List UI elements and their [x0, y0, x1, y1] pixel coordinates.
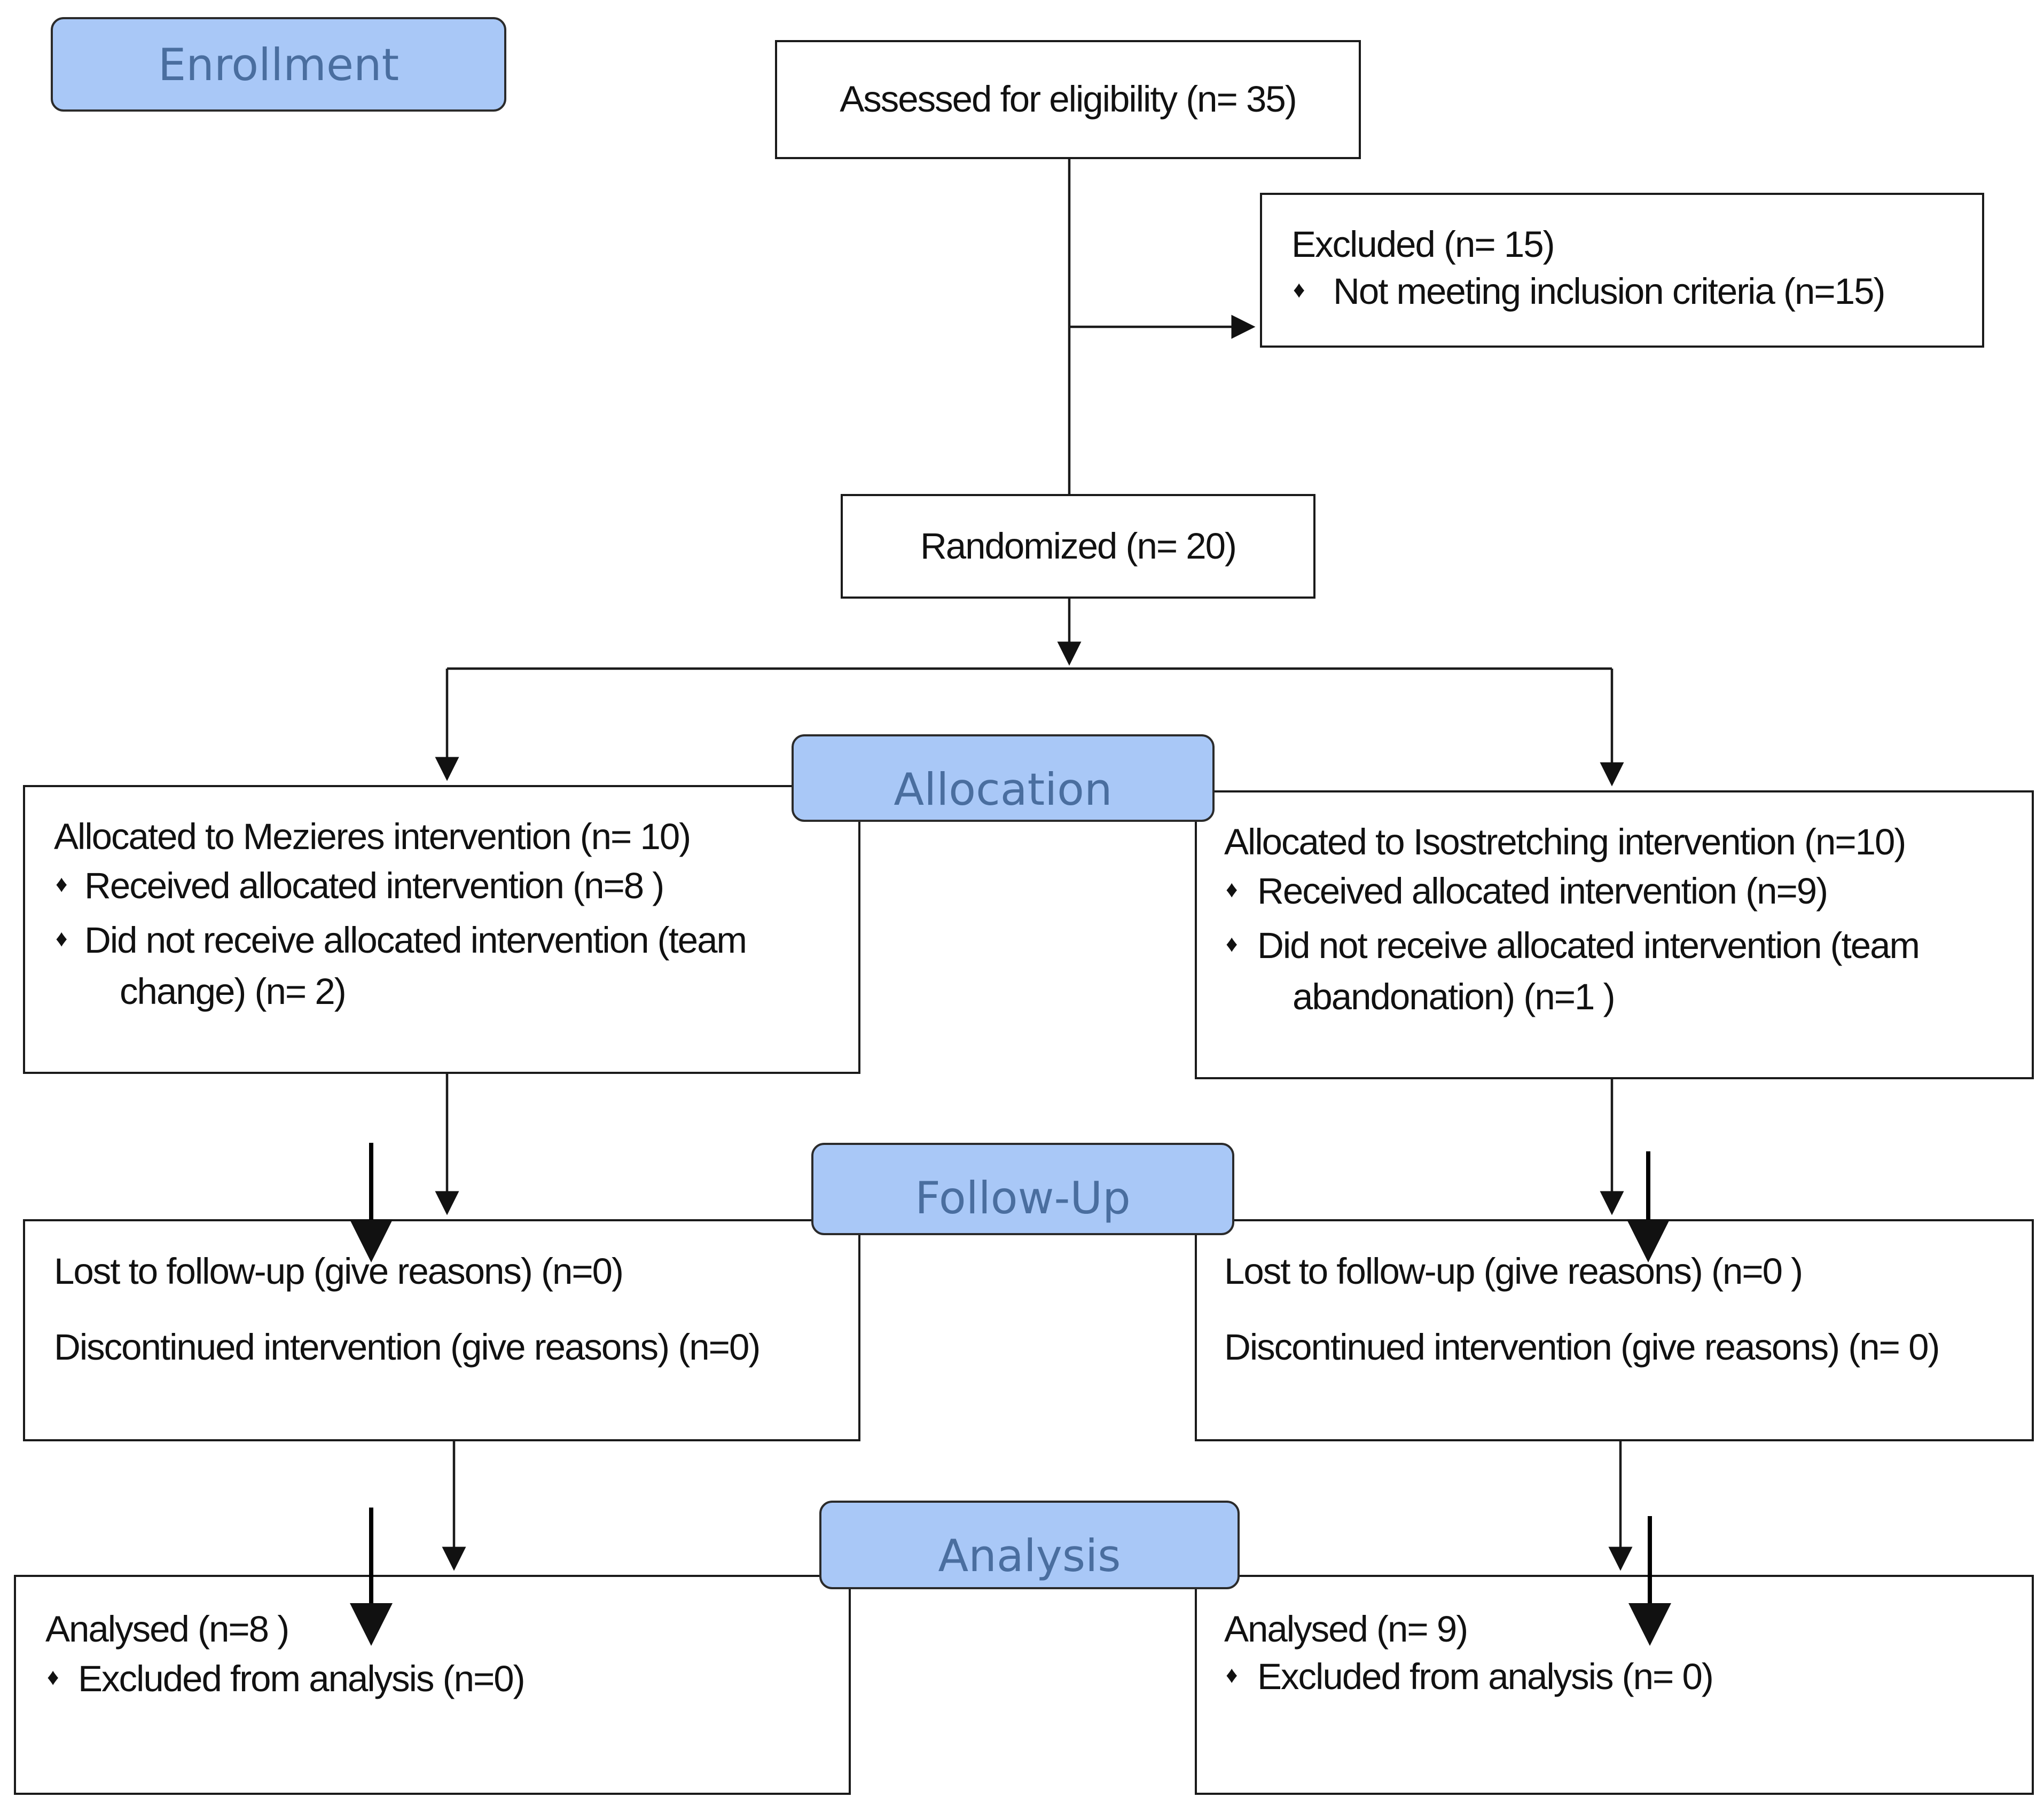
stage-label-enrollment: Enrollment	[51, 17, 506, 112]
right-discontinued-intervention: Discontinued intervention (give reasons)…	[1224, 1327, 1940, 1368]
stage-label-follow-up: Follow-Up	[811, 1143, 1234, 1235]
left-excluded-from-analysis-bullet-icon: ♦	[47, 1664, 59, 1690]
excluded-reason: Not meeting inclusion criteria (n=15)	[1333, 271, 1885, 312]
excluded-box: Excluded (n= 15) ♦ Not meeting inclusion…	[1260, 193, 1984, 348]
right-analysis-box: Analysed (n= 9) ♦ Excluded from analysis…	[1195, 1575, 2034, 1795]
randomized-box: Randomized (n= 20)	[841, 494, 1315, 599]
assessed-for-eligibility-box: Assessed for eligibility (n= 35)	[775, 40, 1361, 159]
right-analysed: Analysed (n= 9)	[1224, 1608, 1468, 1650]
assessed-for-eligibility-text: Assessed for eligibility (n= 35)	[840, 79, 1297, 120]
left-not-received-continued: change) (n= 2)	[120, 971, 347, 1012]
excluded-reason-bullet-icon: ♦	[1293, 277, 1305, 303]
left-lost-to-follow-up: Lost to follow-up (give reasons) (n=0)	[54, 1251, 624, 1292]
right-excluded-from-analysis-bullet-icon: ♦	[1226, 1662, 1238, 1688]
right-allocation-box: Allocated to Isostretching intervention …	[1195, 790, 2034, 1079]
right-not-received-continued: abandonation) (n=1 )	[1293, 976, 1616, 1017]
left-received-bullet-icon: ♦	[56, 871, 67, 897]
left-not-received-bullet-icon: ♦	[56, 925, 67, 952]
left-follow-up-box: Lost to follow-up (give reasons) (n=0) D…	[23, 1219, 860, 1441]
right-excluded-from-analysis: Excluded from analysis (n= 0)	[1257, 1656, 1714, 1697]
right-allocation-title: Allocated to Isostretching intervention …	[1224, 821, 1906, 862]
right-lost-to-follow-up: Lost to follow-up (give reasons) (n=0 )	[1224, 1251, 1803, 1292]
stage-label-allocation: Allocation	[792, 734, 1215, 822]
left-allocation-box: Allocated to Mezieres intervention (n= 1…	[23, 785, 860, 1074]
right-follow-up-box: Lost to follow-up (give reasons) (n=0 ) …	[1195, 1219, 2034, 1441]
left-received: Received allocated intervention (n=8 )	[84, 865, 664, 906]
left-analysed: Analysed (n=8 )	[45, 1608, 289, 1650]
left-allocation-title: Allocated to Mezieres intervention (n= 1…	[54, 816, 691, 857]
right-not-received: Did not receive allocated intervention (…	[1257, 925, 1920, 966]
right-received: Received allocated intervention (n=9)	[1257, 870, 1828, 912]
left-discontinued-intervention: Discontinued intervention (give reasons)…	[54, 1327, 761, 1368]
stage-label-analysis: Analysis	[819, 1501, 1240, 1589]
left-excluded-from-analysis: Excluded from analysis (n=0)	[78, 1658, 526, 1699]
randomized-text: Randomized (n= 20)	[920, 525, 1237, 567]
right-received-bullet-icon: ♦	[1226, 876, 1238, 902]
left-not-received: Did not receive allocated intervention (…	[84, 920, 747, 961]
left-analysis-box: Analysed (n=8 ) ♦ Excluded from analysis…	[14, 1575, 851, 1795]
right-not-received-bullet-icon: ♦	[1226, 931, 1238, 957]
excluded-title: Excluded (n= 15)	[1291, 224, 1555, 265]
